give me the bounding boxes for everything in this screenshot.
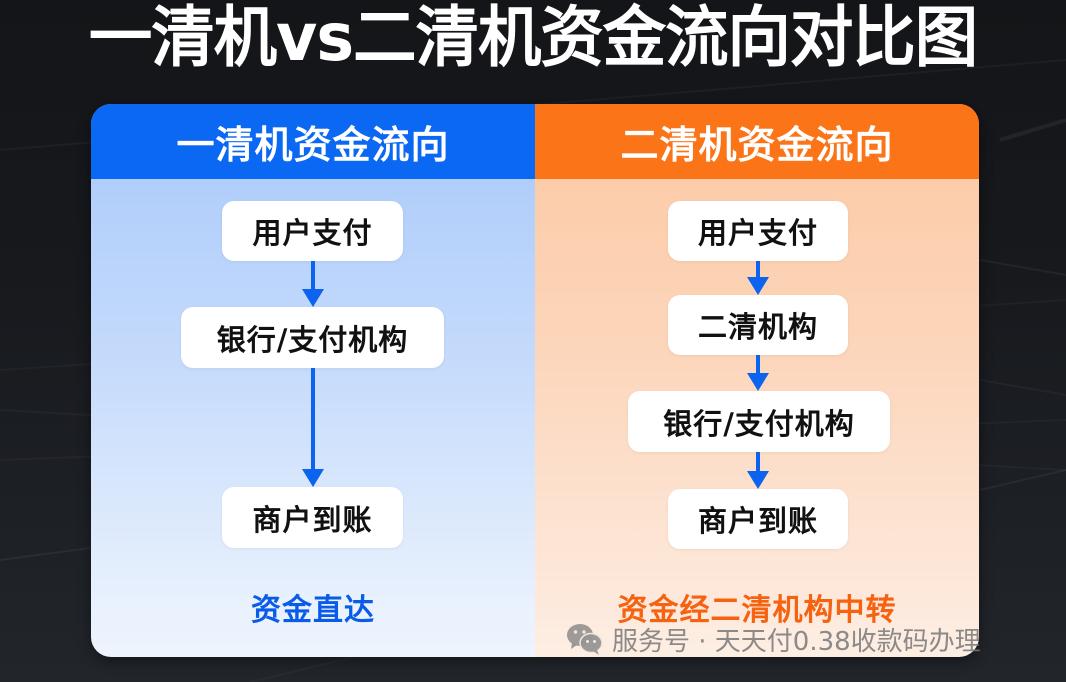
flow-node-user-payment: 用户支付 [222,201,403,261]
arrow-down-icon [302,261,324,307]
watermark: 服务号 · 天天付0.38收款码办理 [566,620,981,658]
flow-node-bank: 银行/支付机构 [181,307,444,368]
comparison-card: 一清机资金流向 用户支付 银行/支付机构 商户到账 资金直达 二清机资金流向 用… [91,104,979,657]
first-clearing-summary: 资金直达 [251,593,375,628]
arrow-down-icon [747,261,769,295]
wechat-icon [567,624,603,655]
flow-node-merchant-received: 商户到账 [222,487,403,548]
first-clearing-panel: 一清机资金流向 用户支付 银行/支付机构 商户到账 资金直达 [91,104,535,657]
second-clearing-summary: 资金经二清机构中转 [617,593,897,628]
first-clearing-header: 一清机资金流向 [91,104,535,179]
arrow-down-icon [302,368,324,487]
page-title: 一清机vs二清机资金流向对比图 [88,0,978,76]
flow-node-second-clearing-institution: 二清机构 [668,295,848,355]
arrow-down-icon [747,355,769,391]
flow-node-merchant-received: 商户到账 [668,489,848,549]
watermark-text: 服务号 · 天天付0.38收款码办理 [612,626,981,657]
second-clearing-header: 二清机资金流向 [535,104,979,179]
arrow-down-icon [747,452,769,489]
flow-node-user-payment: 用户支付 [668,201,848,261]
flow-node-bank: 银行/支付机构 [628,391,890,452]
second-clearing-panel: 二清机资金流向 用户支付 二清机构 银行/支付机构 商户到账 资金经二清机构中转 [535,104,979,657]
